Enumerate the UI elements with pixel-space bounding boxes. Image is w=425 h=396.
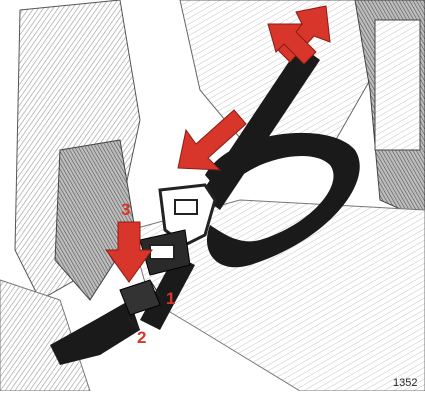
callout-step-1: 1 — [166, 289, 175, 308]
callout-step-3: 3 — [121, 200, 130, 219]
figure-number: 1352 — [393, 377, 417, 389]
callout-step-2: 2 — [137, 328, 146, 347]
